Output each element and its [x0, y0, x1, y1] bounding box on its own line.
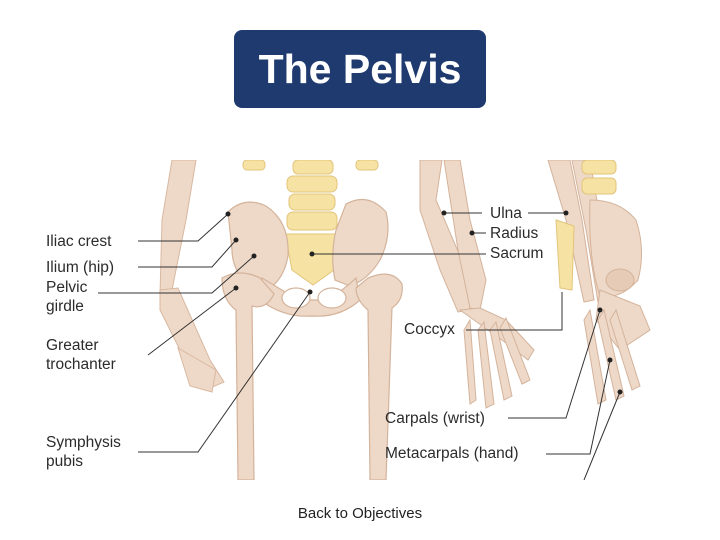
footer: Back to Objectives — [0, 505, 720, 522]
leader-symphysis-pubis — [138, 291, 311, 453]
lumbar-spine — [242, 160, 379, 286]
label-pelvic-girdle: Pelvic girdle — [46, 279, 88, 315]
title-box: The Pelvis — [234, 30, 486, 108]
pelvis-diagram — [98, 160, 651, 480]
leader-pelvic-girdle — [98, 255, 255, 294]
leader-ilium — [138, 239, 237, 268]
pelvis-bones — [227, 198, 389, 317]
label-metacarpals: Metacarpals (hand) — [385, 445, 519, 462]
skeleton-illustration: Iliac crest Ilium (hip) Pelvic girdle Gr… — [0, 160, 720, 480]
leader-iliac-crest — [138, 213, 229, 242]
label-radius: Radius — [490, 225, 539, 242]
label-greater-trochanter: Greater trochanter — [46, 337, 116, 373]
side-spine — [555, 160, 617, 291]
label-symphysis-pubis: Symphysis pubis — [46, 434, 121, 470]
leader-metacarpals-lower — [583, 391, 621, 480]
leader-greater-trochanter — [147, 287, 237, 356]
femur-bones — [221, 272, 403, 480]
left-arm-bones — [159, 160, 225, 393]
side-view-bones — [547, 160, 651, 405]
page-title: The Pelvis — [258, 45, 462, 92]
label-iliac-crest: Iliac crest — [46, 233, 112, 250]
label-sacrum: Sacrum — [490, 245, 544, 262]
label-ilium: Ilium (hip) — [46, 259, 115, 276]
leader-carpals — [508, 309, 601, 419]
forearm-bones — [419, 160, 535, 409]
back-to-objectives-link[interactable]: Back to Objectives — [297, 505, 423, 522]
label-carpals: Carpals (wrist) — [385, 410, 485, 427]
leader-coccyx — [466, 292, 563, 331]
leader-metacarpals — [546, 359, 611, 455]
label-ulna: Ulna — [490, 205, 522, 222]
label-coccyx: Coccyx — [404, 321, 455, 338]
leader-lines — [98, 212, 621, 480]
leader-dots — [225, 210, 623, 395]
